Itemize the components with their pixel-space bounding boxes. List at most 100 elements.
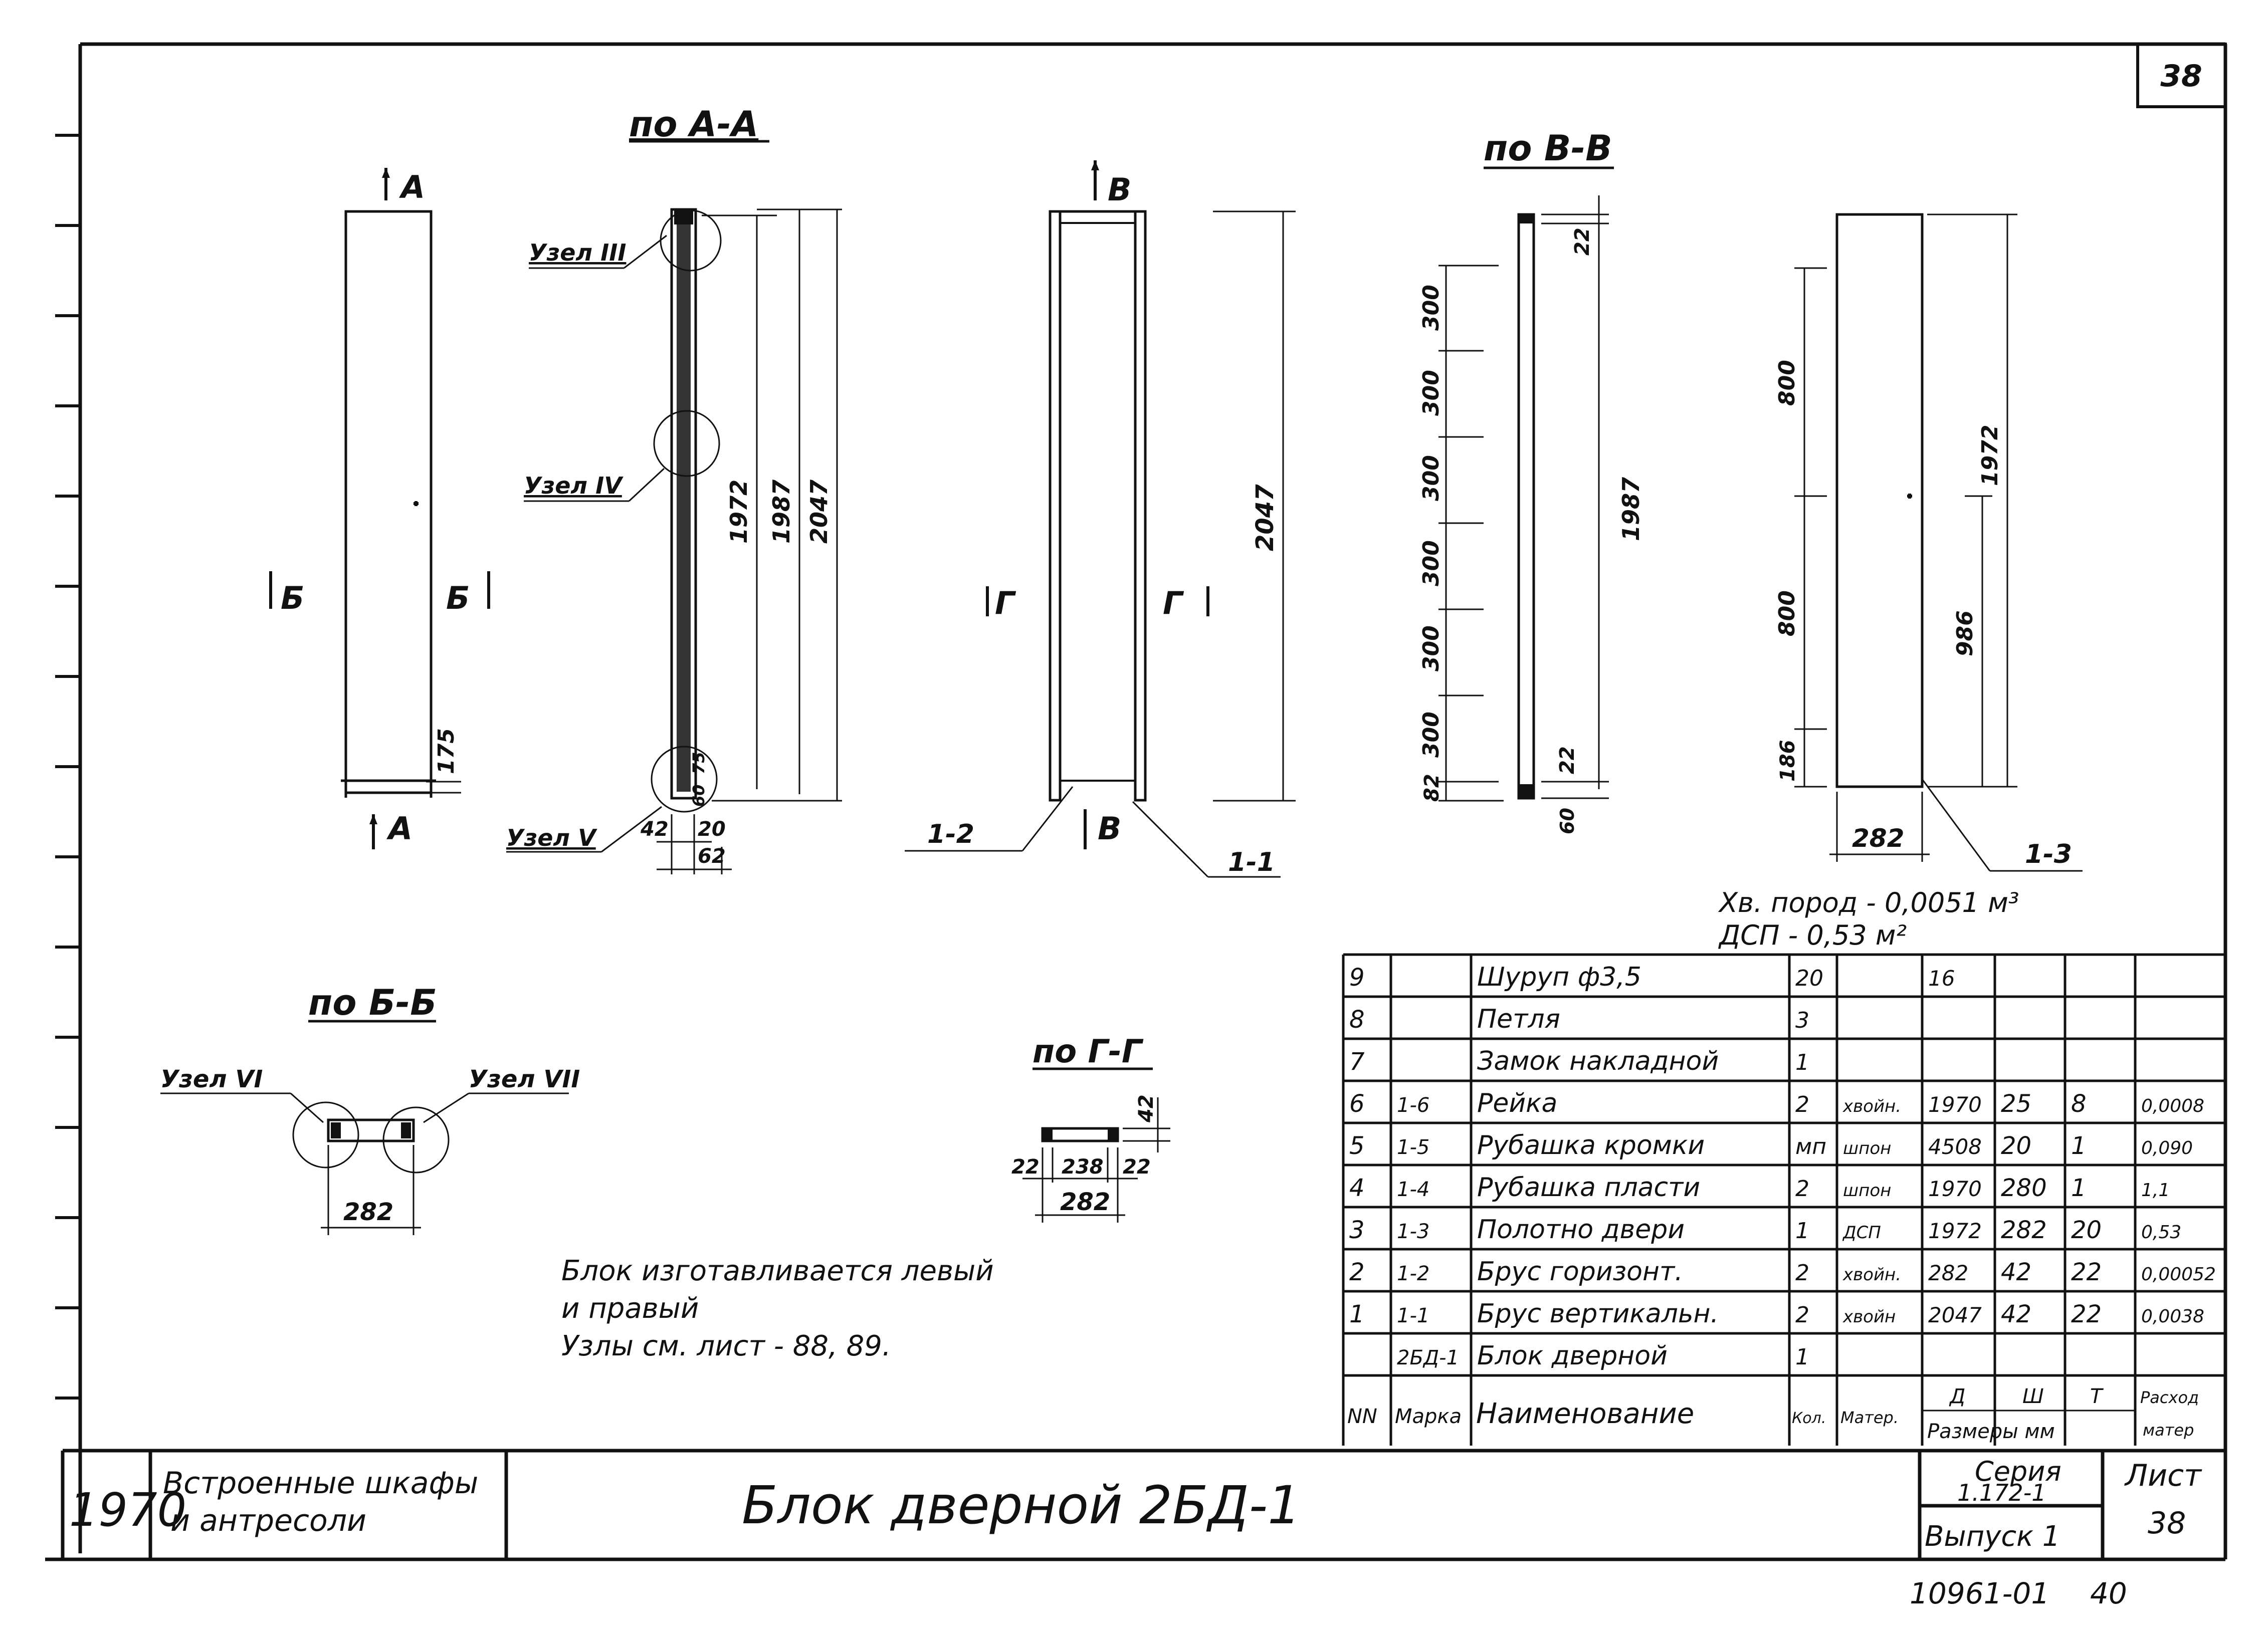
table-header-cell: Матер. xyxy=(1840,1408,1899,1427)
svg-text:300: 300 xyxy=(1418,455,1444,501)
table-cell: 1 xyxy=(1795,1050,1809,1075)
table-cell: 22 xyxy=(2071,1300,2102,1328)
svg-text:ДСП - 0,53 м²: ДСП - 0,53 м² xyxy=(1718,919,1907,951)
table-cell: 2 xyxy=(1795,1092,1809,1117)
svg-text:62: 62 xyxy=(698,845,726,868)
table-cell: 2 xyxy=(1795,1302,1809,1328)
svg-text:60: 60 xyxy=(689,784,708,807)
series-value: 1.172-1 xyxy=(1957,1479,2046,1506)
table-cell: 9 xyxy=(1349,964,1365,992)
table-cell: Рейка xyxy=(1477,1088,1557,1118)
table-cell: 1-4 xyxy=(1397,1178,1429,1201)
table-header-cell: Кол. xyxy=(1792,1410,1826,1427)
notes: Блок изготавливается левый и правый Узлы… xyxy=(561,1255,994,1362)
svg-text:2047: 2047 xyxy=(805,480,833,544)
table-cell: Брус вертикальн. xyxy=(1477,1299,1719,1329)
series-label: Серия xyxy=(1975,1456,2061,1487)
table-cell: 2БД-1 xyxy=(1397,1346,1459,1369)
svg-text:986: 986 xyxy=(1952,610,1978,656)
table-cell: 1972 xyxy=(1928,1219,1982,1243)
svg-text:238: 238 xyxy=(1062,1155,1104,1179)
table-cell: 1-1 xyxy=(1397,1304,1429,1327)
table-cell: 2047 xyxy=(1928,1303,1982,1327)
svg-text:по Г-Г: по Г-Г xyxy=(1033,1033,1144,1070)
svg-text:42: 42 xyxy=(640,818,669,841)
svg-text:300: 300 xyxy=(1418,712,1444,758)
svg-text:Узел III: Узел III xyxy=(529,239,626,266)
svg-text:1-2: 1-2 xyxy=(927,819,974,849)
svg-text:В: В xyxy=(1098,810,1121,847)
table-cell: 5 xyxy=(1349,1132,1365,1160)
table-cell: 22 xyxy=(2071,1258,2102,1286)
table-cell: 0,0008 xyxy=(2141,1096,2204,1116)
svg-text:300: 300 xyxy=(1418,285,1444,331)
table-cell: 1-5 xyxy=(1397,1136,1429,1159)
title-block-text: 1970 Встроенные шкафы и антресоли Блок д… xyxy=(69,1456,2202,1553)
svg-text:и правый: и правый xyxy=(561,1292,699,1325)
table-cell: 8 xyxy=(2071,1090,2087,1118)
section-bb: по Б-Б 282 Узел VI Узел VII xyxy=(160,982,580,1235)
svg-text:42: 42 xyxy=(1135,1094,1158,1123)
table-header-cell: Марка xyxy=(1395,1405,1462,1428)
door-frame-view: В В Г Г 2047 1-2 1-1 xyxy=(905,160,1296,878)
table-cell: 1,1 xyxy=(2141,1180,2170,1201)
table-cell: 2 xyxy=(1795,1176,1809,1202)
table-cell: Брус горизонт. xyxy=(1477,1257,1683,1287)
table-cell: шпон xyxy=(1843,1138,1891,1158)
table-cell: 0,00052 xyxy=(2141,1264,2216,1285)
svg-text:Узел VII: Узел VII xyxy=(469,1065,580,1093)
svg-text:75: 75 xyxy=(689,752,708,774)
corner-sheet-number: 38 xyxy=(2136,43,2227,108)
table-header-cell: матер xyxy=(2143,1421,2194,1440)
svg-text:40: 40 xyxy=(2090,1576,2127,1610)
section-vv: по В-В 300 300 300 300 300 300 82 22 198… xyxy=(1418,128,1644,834)
svg-text:60: 60 xyxy=(1556,808,1578,834)
table-header-cell: Расход xyxy=(2140,1388,2199,1407)
margin-ticks xyxy=(55,134,80,1400)
table-cell: ДСП xyxy=(1842,1223,1881,1243)
svg-text:А: А xyxy=(386,810,413,847)
table-header-cell: Ш xyxy=(2022,1385,2044,1408)
subject-line-1: Встроенные шкафы xyxy=(163,1466,478,1501)
table-cell: 1970 xyxy=(1928,1092,1982,1117)
table-cell: 4508 xyxy=(1928,1134,1982,1159)
table-cell: 282 xyxy=(2001,1216,2047,1244)
panel-view: 800 800 186 986 1972 282 1-3 xyxy=(1774,213,2083,872)
svg-text:по Б-Б: по Б-Б xyxy=(308,982,437,1023)
svg-text:800: 800 xyxy=(1774,360,1800,406)
svg-text:1-3: 1-3 xyxy=(2025,839,2072,869)
table-cell: 1 xyxy=(1349,1300,1365,1328)
table-cell: 20 xyxy=(2001,1132,2031,1160)
table-cell: 20 xyxy=(2071,1216,2102,1244)
table-header-cell: Д xyxy=(1949,1385,1965,1408)
svg-text:800: 800 xyxy=(1774,590,1800,636)
svg-text:282: 282 xyxy=(1852,824,1904,853)
table-cell: 280 xyxy=(2001,1174,2047,1202)
footer: 10961-01 40 xyxy=(1910,1576,2127,1610)
table-cell: 1 xyxy=(2071,1174,2087,1202)
table-cell: хвойн xyxy=(1842,1307,1896,1327)
table-cell: 282 xyxy=(1928,1261,1968,1285)
table-cell: 4 xyxy=(1349,1174,1365,1202)
sheet-frame xyxy=(45,42,2227,1561)
table-cell: Замок накладной xyxy=(1477,1046,1719,1076)
svg-text:186: 186 xyxy=(1776,740,1799,782)
svg-text:1972: 1972 xyxy=(1977,425,2003,486)
svg-text:282: 282 xyxy=(1060,1188,1110,1216)
table-cell: мп xyxy=(1795,1134,1826,1159)
table-cell: 2 xyxy=(1349,1258,1365,1286)
table-header-cell: Т xyxy=(2090,1385,2104,1408)
table-cell: 1970 xyxy=(1928,1177,1982,1201)
svg-text:Узел VI: Узел VI xyxy=(160,1065,263,1093)
table-cell: 42 xyxy=(2001,1258,2031,1286)
table-cell: Полотно двери xyxy=(1477,1215,1685,1245)
svg-text:Узел IV: Узел IV xyxy=(524,472,624,499)
table-cell: 20 xyxy=(1795,966,1823,991)
table-cell: 1 xyxy=(1795,1218,1809,1244)
svg-text:Хв. пород - 0,0051 м³: Хв. пород - 0,0051 м³ xyxy=(1718,887,2019,918)
svg-text:38: 38 xyxy=(2160,59,2202,94)
svg-text:1987: 1987 xyxy=(768,480,795,544)
svg-text:Г: Г xyxy=(995,585,1016,621)
sheet-label: Лист xyxy=(2124,1458,2202,1493)
